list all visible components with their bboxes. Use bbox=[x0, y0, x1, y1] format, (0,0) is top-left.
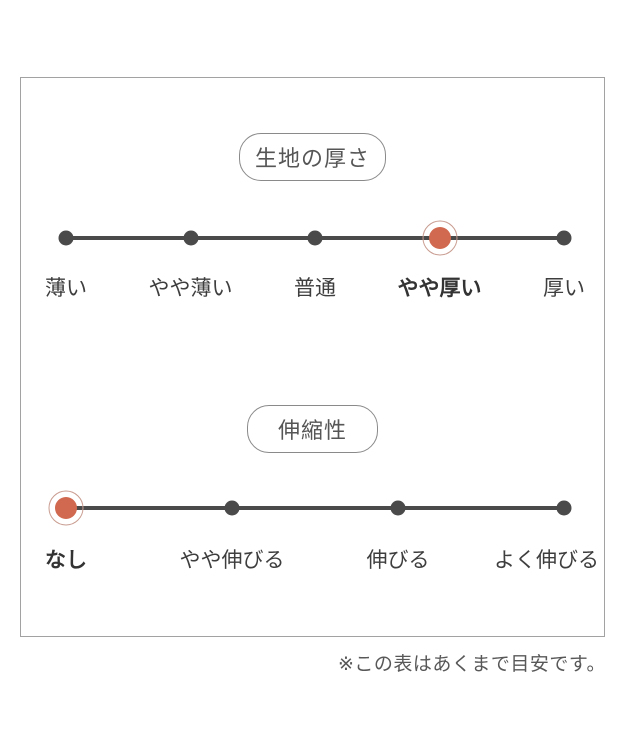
scale-label: 伸びる bbox=[366, 548, 430, 572]
scale-dot bbox=[390, 500, 406, 516]
scale-dot bbox=[556, 500, 572, 516]
scale-dot-selected bbox=[55, 497, 77, 519]
scale-dot bbox=[58, 230, 74, 246]
scale-label: やや薄い bbox=[148, 276, 233, 300]
scale-label: 薄い bbox=[45, 276, 87, 300]
scale-label: やや伸びる bbox=[179, 548, 285, 572]
scale-label: 厚い bbox=[543, 276, 585, 300]
scale-label: 普通 bbox=[294, 276, 336, 300]
section-title-thickness: 生地の厚さ bbox=[238, 133, 386, 181]
scale-line bbox=[66, 506, 564, 510]
scale-dot bbox=[556, 230, 572, 246]
scale-label: よく伸びる bbox=[494, 548, 599, 572]
scale-label: なし bbox=[45, 548, 87, 572]
section-title-stretch: 伸縮性 bbox=[247, 405, 378, 453]
scale-dot bbox=[183, 230, 198, 246]
selected-ring bbox=[48, 490, 84, 526]
scale-dot bbox=[307, 230, 323, 246]
scale-dot-selected bbox=[428, 227, 451, 249]
footnote: ※この表はあくまで目安です。 bbox=[337, 653, 606, 675]
scale-label: やや厚い bbox=[397, 276, 482, 300]
selected-ring bbox=[422, 220, 457, 256]
spec-panel: 生地の厚さ薄い やや薄い 普通 やや厚い 厚い伸縮性なし やや伸びる 伸びる よく伸びる bbox=[20, 77, 605, 637]
scale-dot bbox=[224, 500, 240, 516]
